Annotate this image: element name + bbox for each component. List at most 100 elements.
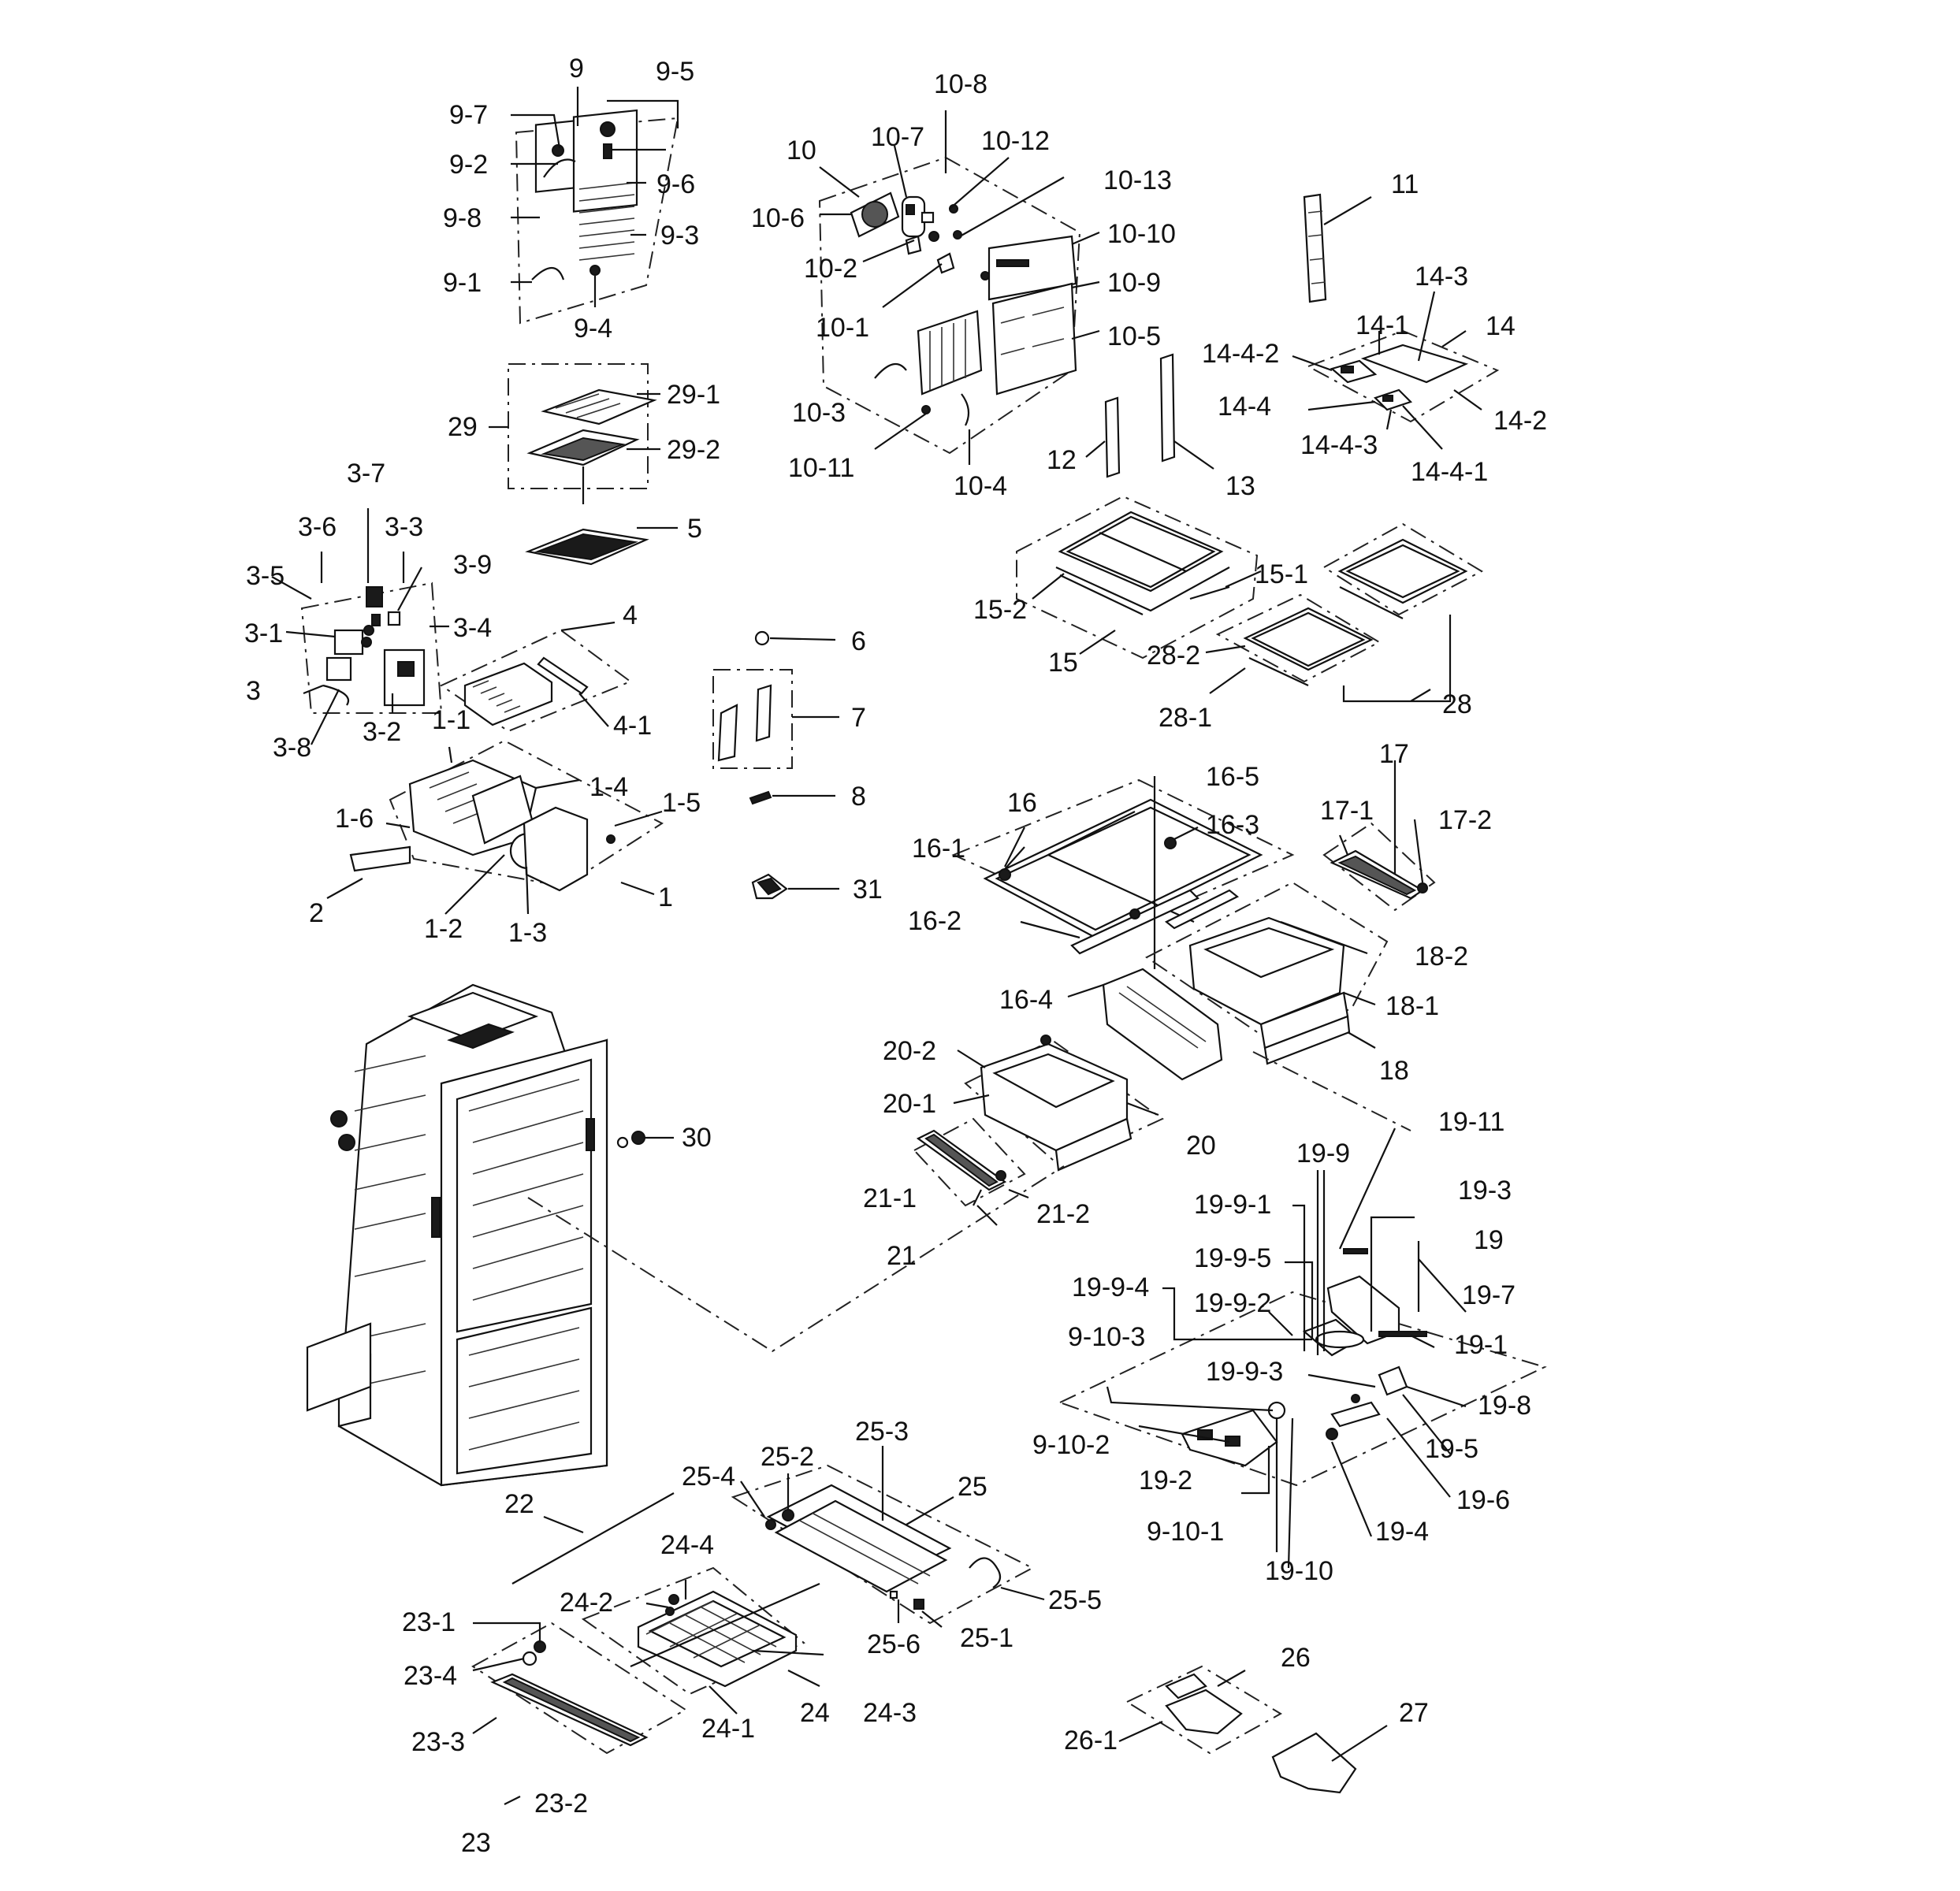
label: 9-7	[449, 100, 488, 130]
label: 25-6	[867, 1629, 920, 1659]
part-group-19	[1058, 1128, 1547, 1569]
label: 19-8	[1478, 1391, 1531, 1421]
label: 3-6	[298, 512, 337, 542]
label: 10-6	[751, 203, 805, 233]
label: 11	[1391, 169, 1419, 199]
part-group-3	[271, 508, 449, 745]
label: 25-1	[960, 1623, 1013, 1653]
label: 10-5	[1107, 321, 1161, 351]
part-group-24	[581, 1566, 824, 1715]
label: 29-1	[667, 380, 720, 410]
label: 6	[851, 626, 866, 656]
label: 16-2	[908, 906, 961, 936]
label: 10-12	[981, 126, 1050, 156]
label: 19-3	[1458, 1176, 1512, 1206]
label: 7	[851, 703, 866, 733]
label: 9-5	[656, 57, 694, 87]
part-group-16	[951, 776, 1295, 998]
label: 20-1	[883, 1089, 936, 1119]
label: 25-4	[682, 1462, 735, 1492]
label: 3-9	[453, 550, 492, 580]
label: 19-11	[1438, 1107, 1504, 1137]
part-group-18	[1102, 881, 1389, 1081]
assembly-guide-line	[527, 1165, 1065, 1353]
part-group-14	[1292, 291, 1500, 450]
label: 17-2	[1438, 805, 1492, 835]
label: 9-8	[443, 203, 482, 233]
label: 14-4-1	[1411, 457, 1488, 487]
label: 3-1	[244, 619, 283, 648]
label: 22	[504, 1489, 534, 1519]
label: 24	[800, 1698, 830, 1728]
part-group-26	[1118, 1665, 1282, 1755]
label: 19-4	[1375, 1517, 1429, 1547]
label: 13	[1225, 471, 1255, 501]
part-group-29	[489, 363, 660, 504]
label: 19-9-5	[1194, 1243, 1271, 1273]
part-group-21	[913, 1117, 1029, 1226]
label: 1-4	[589, 772, 628, 802]
part-group-10	[818, 110, 1100, 465]
label: 16-5	[1206, 762, 1259, 792]
part-group-28	[1205, 522, 1484, 703]
part-group-9	[511, 87, 679, 325]
label: 15-1	[1255, 559, 1308, 589]
label: 19-9-4	[1072, 1272, 1149, 1302]
label: 9-10-2	[1032, 1430, 1110, 1460]
label: 4	[623, 600, 638, 630]
label: 16-4	[999, 985, 1053, 1015]
label: 4-1	[613, 711, 652, 741]
label: 10-13	[1103, 165, 1172, 195]
label: 14-4-2	[1202, 339, 1279, 369]
label: 10-11	[788, 453, 854, 483]
label: 29	[448, 412, 478, 442]
label: 31	[853, 875, 883, 905]
label: 18-2	[1415, 942, 1468, 972]
label: 24-3	[863, 1698, 917, 1728]
label: 23-3	[411, 1727, 465, 1757]
label: 14-2	[1493, 406, 1547, 436]
label: 10-8	[934, 69, 987, 99]
label: 12	[1047, 445, 1077, 475]
label: 3-3	[385, 512, 423, 542]
label: 14	[1486, 311, 1516, 341]
label: 10-1	[816, 313, 869, 343]
label: 19-1	[1454, 1330, 1508, 1360]
label: 9-10-1	[1147, 1517, 1224, 1547]
label: 20	[1186, 1131, 1216, 1161]
label: 3-8	[273, 733, 311, 763]
label: 19-9-1	[1194, 1190, 1271, 1220]
label: 25	[958, 1472, 987, 1502]
assembly-guide-line-2	[1252, 1051, 1411, 1131]
label: 9-6	[656, 169, 695, 199]
label: 10-9	[1107, 268, 1161, 298]
part-30	[616, 1131, 674, 1149]
label: 24-1	[701, 1714, 755, 1744]
label: 29-2	[667, 435, 720, 465]
part-group-22-23	[471, 1492, 820, 1805]
part-group-25	[731, 1446, 1045, 1628]
label: 9	[569, 54, 584, 84]
label: 10-2	[804, 254, 857, 284]
label: 28-1	[1159, 703, 1212, 733]
label: 10-7	[871, 122, 924, 152]
label: 20-2	[883, 1036, 936, 1066]
label: 3-5	[246, 561, 285, 591]
label: 19-2	[1139, 1466, 1192, 1495]
label: 21-2	[1036, 1199, 1090, 1229]
label: 19-9-3	[1206, 1357, 1283, 1387]
label: 26	[1281, 1643, 1311, 1673]
part-group-17	[1322, 760, 1436, 912]
label: 28	[1442, 689, 1472, 719]
label: 1-6	[335, 804, 374, 834]
label: 1-5	[662, 788, 701, 818]
label: 24-4	[660, 1530, 714, 1560]
label: 25-2	[761, 1442, 814, 1472]
label: 9-1	[443, 268, 482, 298]
label: 23-4	[404, 1661, 457, 1691]
label: 16-3	[1206, 810, 1259, 840]
label: 23-1	[402, 1607, 456, 1637]
label: 21-1	[863, 1183, 917, 1213]
label: 10-3	[792, 398, 846, 428]
